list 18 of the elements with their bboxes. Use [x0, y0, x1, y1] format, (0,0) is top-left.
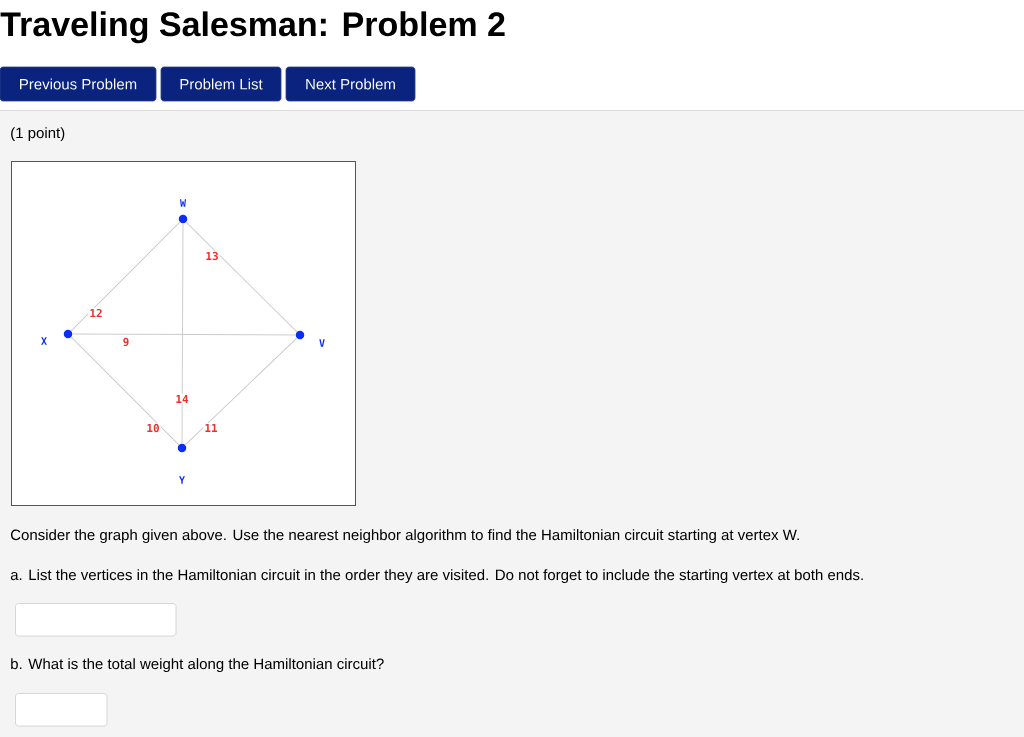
nav-button: Next Problem — [285, 66, 416, 102]
text: Consider the graph given above. Use the nearest neighbor algorithm to find the Hamiltonian circuit starting at vertex W. — [10, 529, 799, 544]
edge-label: 11 — [203, 423, 219, 433]
vertex-label: W — [180, 199, 186, 207]
text: a. List the vertices in the Hamiltonian circuit in the order they are visited. Do not forget to include the starting vertex at both ends. — [10, 569, 863, 584]
title: Traveling Salesman: Problem 2 — [0, 11, 505, 44]
edge-label: 13 — [204, 250, 220, 262]
vertex-label: Y — [179, 476, 185, 484]
text: b. What is the total weight along the Hamiltonian circuit? — [11, 658, 384, 673]
nav-button: Problem List — [160, 66, 282, 102]
nav-button: Previous Problem — [0, 66, 157, 102]
edge-label: 14 — [174, 394, 190, 404]
edge-label: 9 — [121, 336, 131, 348]
vertex-label: V — [319, 339, 325, 347]
edge-label: 10 — [145, 422, 161, 434]
edge-label: 12 — [88, 307, 104, 319]
vertex-label: X — [41, 337, 47, 345]
text: (1 point) — [11, 127, 65, 142]
